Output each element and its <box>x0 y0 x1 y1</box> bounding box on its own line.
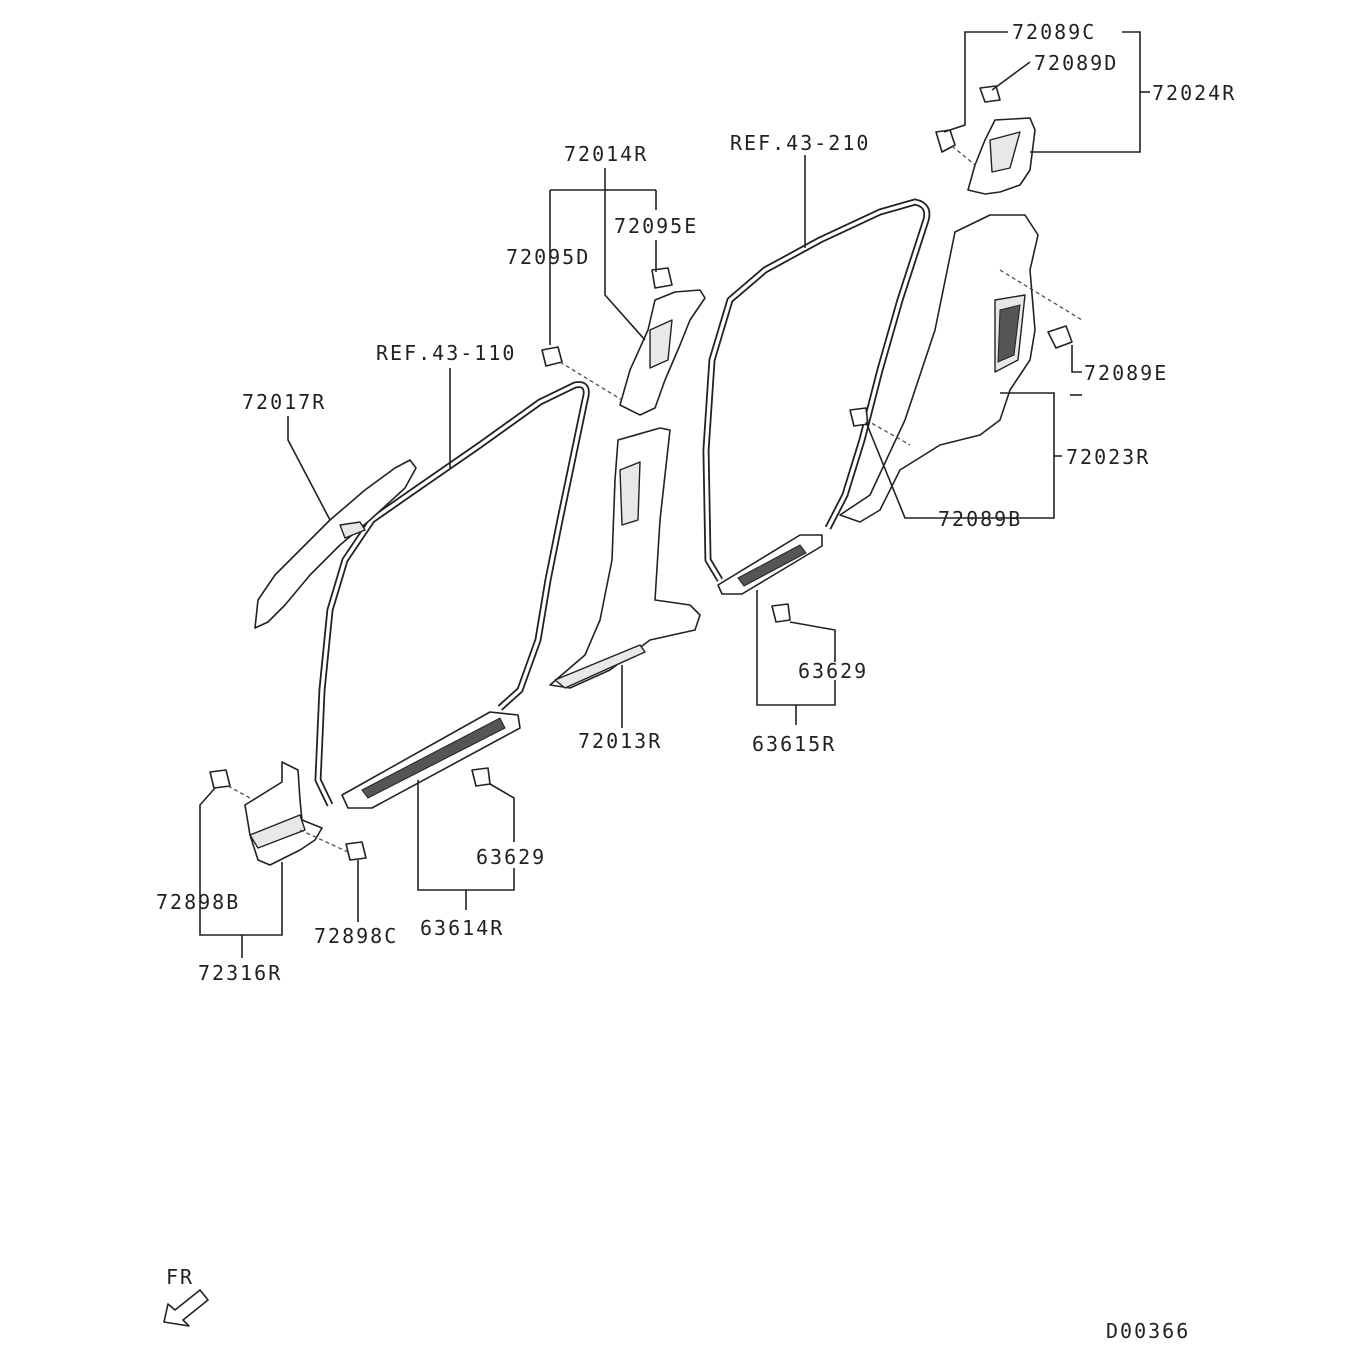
front-pillar-trim <box>254 459 417 629</box>
label-72089C: 72089C <box>1012 20 1096 44</box>
part-labels: 72089C 72089D 72024R REF.43-210 72014R 7… <box>156 20 1236 985</box>
label-72017R: 72017R <box>242 390 326 414</box>
label-72095E: 72095E <box>614 214 698 238</box>
label-72089B: 72089B <box>938 507 1022 531</box>
center-pillar-lower-trim <box>549 427 701 689</box>
label-63629-right: 63629 <box>798 659 868 683</box>
label-72898C: 72898C <box>314 924 398 948</box>
label-72898B: 72898B <box>156 890 240 914</box>
clip-63629-left <box>471 767 491 787</box>
clip-72089D <box>979 85 1001 103</box>
diagram-code: D00366 <box>1106 1319 1190 1343</box>
label-72089D: 72089D <box>1034 51 1118 75</box>
clip-72095D <box>541 346 563 367</box>
kick-panel <box>244 761 323 866</box>
label-ref-43-210: REF.43-210 <box>730 131 870 155</box>
rear-door-weatherstrip <box>702 198 931 582</box>
quarter-lower-trim <box>839 214 1039 523</box>
clip-63629-right <box>771 603 791 623</box>
clip-72089E <box>1047 325 1073 349</box>
label-72013R: 72013R <box>578 729 662 753</box>
label-63614R: 63614R <box>420 916 504 940</box>
label-63615R: 63615R <box>752 732 836 756</box>
label-72095D: 72095D <box>506 245 590 269</box>
label-ref-43-110: REF.43-110 <box>376 341 516 365</box>
quarter-upper-trim <box>967 117 1036 195</box>
center-pillar-upper-trim <box>619 267 706 416</box>
clip-72089B <box>849 407 869 427</box>
front-scuff-plate <box>341 711 521 809</box>
leader-lines <box>199 31 1150 958</box>
front-door-weatherstrip <box>314 381 590 807</box>
label-63629-left: 63629 <box>476 845 546 869</box>
arrow-down-left-icon <box>163 1289 209 1327</box>
front-marker: FR <box>163 1265 209 1327</box>
rear-scuff-plate <box>717 534 823 595</box>
clip-72089C <box>935 129 956 153</box>
label-72089E: 72089E <box>1084 361 1168 385</box>
clip-72898C <box>345 841 367 861</box>
label-72024R: 72024R <box>1152 81 1236 105</box>
label-72014R: 72014R <box>564 142 648 166</box>
assembly-lines <box>227 145 1083 853</box>
label-72023R: 72023R <box>1066 445 1150 469</box>
front-marker-text: FR <box>166 1265 194 1289</box>
clip-72898B <box>209 769 231 789</box>
label-72316R: 72316R <box>198 961 282 985</box>
